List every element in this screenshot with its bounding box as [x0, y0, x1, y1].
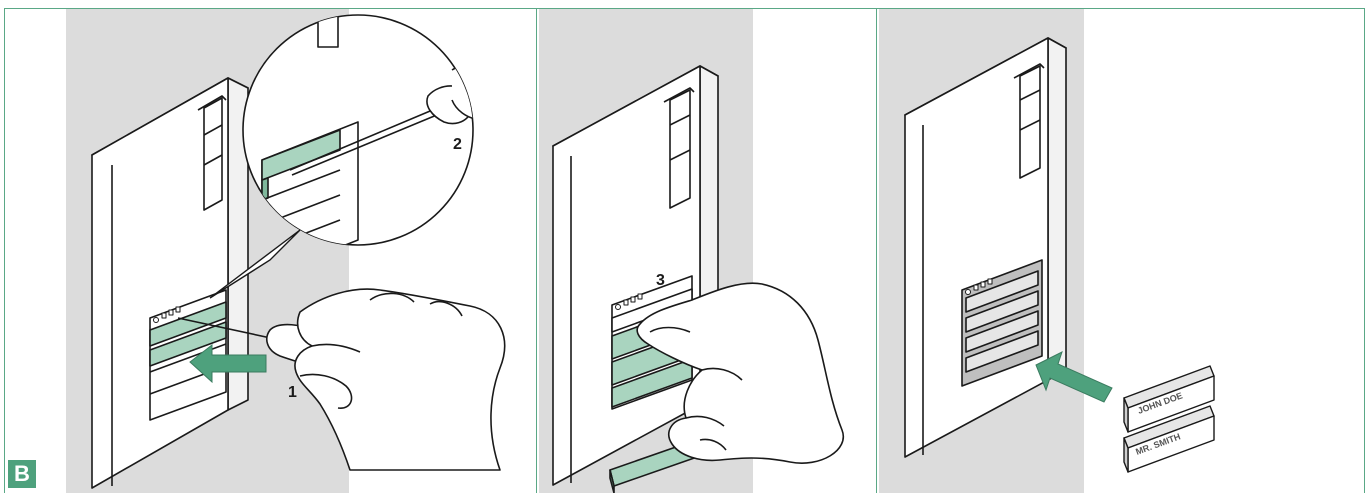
insert-arrow-3: [1036, 352, 1112, 402]
step-3-label: 3: [656, 272, 665, 290]
step-1-label: 1: [288, 384, 297, 402]
panel3-device: [905, 38, 1066, 457]
figure-badge: B: [8, 460, 36, 488]
magnifier-callout: [210, 5, 520, 298]
step-2-label: 2: [453, 136, 462, 154]
hand-1: [295, 289, 505, 470]
panel1-device: [92, 78, 248, 488]
